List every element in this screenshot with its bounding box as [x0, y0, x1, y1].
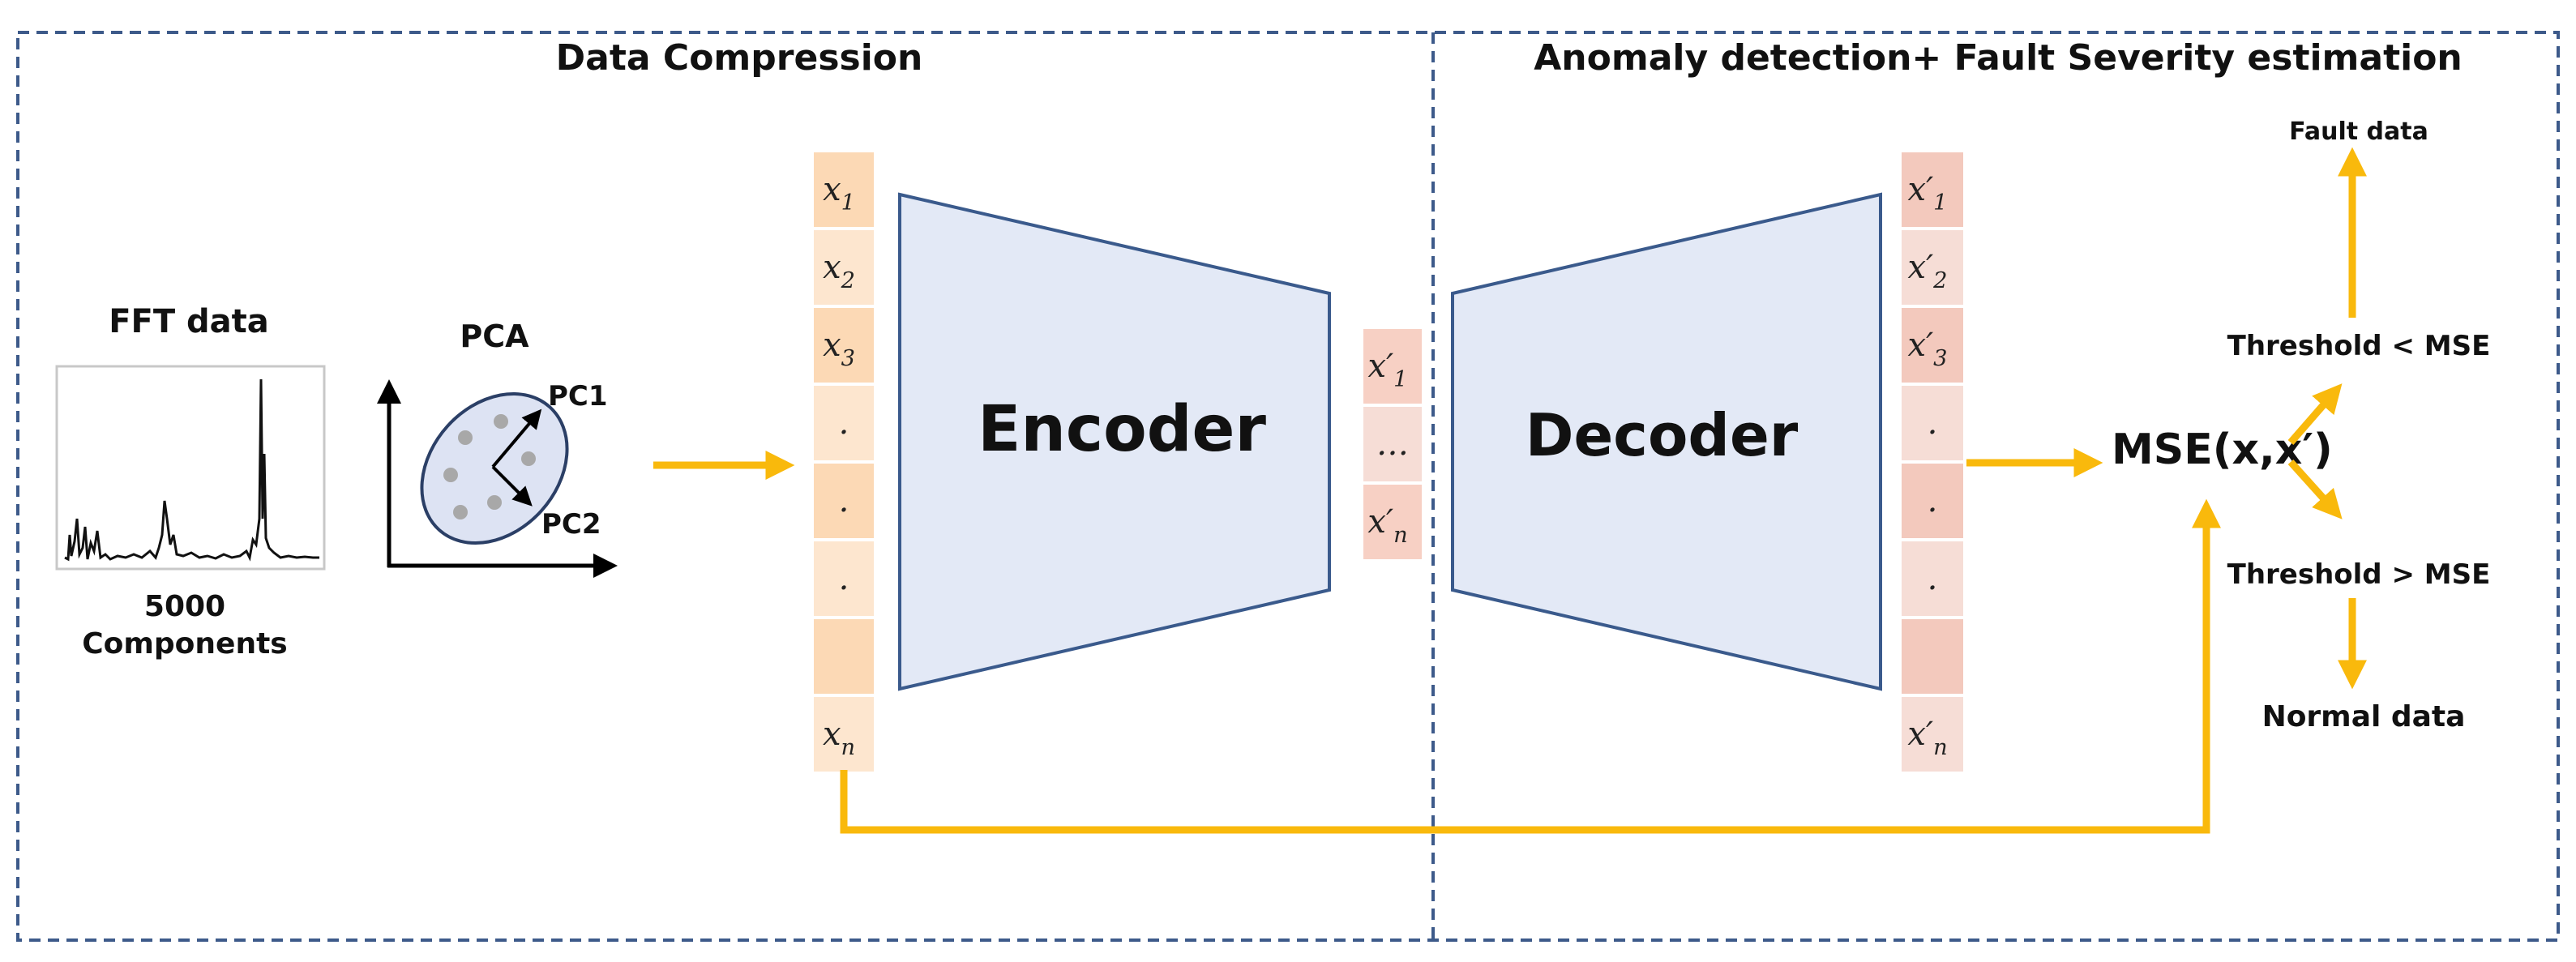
output-vector-cell	[1902, 386, 1963, 460]
output-vector: x′1 x′2 x′3... x′n	[1902, 152, 1963, 772]
pca-pc2-label: PC2	[541, 508, 601, 541]
pca-pc1-label: PC1	[548, 380, 608, 413]
latent-vector-cell-label: …	[1376, 425, 1409, 463]
fault-data-label: Fault data	[2289, 118, 2428, 146]
input-vector-cell-label: .	[839, 482, 849, 519]
latent-vector: x′1 … x′n	[1363, 329, 1422, 559]
input-vector-cell-label: x2	[823, 249, 855, 293]
latent-vector-cell	[1363, 329, 1422, 404]
input-vector-cell-label: .	[839, 404, 849, 442]
arrow-mse-to-upper	[2287, 383, 2343, 445]
input-vector-cell	[814, 464, 874, 538]
input-vector-cell	[814, 308, 874, 383]
decoder-shape	[1451, 192, 1882, 691]
input-vector: x1 x2 x3... xn	[814, 152, 874, 772]
pca-pc2-vector	[491, 465, 533, 507]
decoder-label: Decoder	[1525, 401, 1799, 469]
latent-vector-cell	[1363, 485, 1422, 559]
output-vector-cell-label: x′1	[1908, 171, 1948, 216]
input-vector-cell	[814, 541, 874, 616]
output-vector-cell	[1902, 697, 1963, 772]
arrow-skip-connection	[840, 498, 2221, 834]
output-vector-cell-label: .	[1928, 560, 1938, 597]
output-vector-cell	[1902, 541, 1963, 616]
input-vector-cell-label: .	[839, 560, 849, 597]
encoder-label: Encoder	[978, 393, 1266, 466]
output-vector-cell-label: .	[1928, 482, 1938, 519]
outer-frame	[16, 31, 2560, 942]
output-vector-cell-label: .	[1928, 404, 1938, 442]
left-section-title: Data Compression	[556, 37, 923, 79]
fft-caption-line2: Components	[82, 627, 287, 661]
output-vector-cell	[1902, 464, 1963, 538]
output-vector-cell-label: x′3	[1908, 327, 1948, 371]
output-vector-cell	[1902, 308, 1963, 383]
input-vector-cell-label: x1	[823, 171, 855, 216]
output-vector-cell-label: x′n	[1907, 716, 1947, 760]
normal-data-label: Normal data	[2262, 700, 2466, 733]
pca-data-points	[443, 414, 536, 519]
pca-pc1-vector	[491, 408, 542, 468]
fft-caption-line1: 5000	[144, 590, 225, 623]
upper-threshold-label: Threshold < MSE	[2227, 330, 2491, 362]
lower-threshold-label: Threshold > MSE	[2227, 558, 2491, 591]
fft-title: FFT data	[109, 303, 269, 340]
fft-plot-frame	[55, 365, 326, 571]
output-vector-cell	[1902, 152, 1963, 227]
input-vector-cell	[814, 697, 874, 772]
encoder-shape	[898, 192, 1331, 691]
input-vector-cell	[814, 152, 874, 227]
pca-title: PCA	[460, 319, 529, 354]
latent-vector-cell-label: x′1	[1368, 348, 1408, 392]
input-vector-cell	[814, 386, 874, 460]
input-vector-cell	[814, 230, 874, 305]
input-vector-cell	[814, 619, 874, 694]
output-vector-cell-label: x′2	[1908, 249, 1948, 293]
input-vector-cell-label: x3	[823, 327, 855, 371]
latent-vector-cell	[1363, 407, 1422, 481]
output-vector-cell	[1902, 230, 1963, 305]
latent-vector-cell-label: x′n	[1367, 503, 1407, 548]
fft-spectrum-line	[64, 378, 319, 562]
output-vector-cell	[1902, 619, 1963, 694]
right-section-title: Anomaly detection+ Fault Severity estima…	[1534, 37, 2463, 79]
arrow-mse-to-lower	[2287, 459, 2343, 519]
input-vector-cell-label: xn	[823, 716, 855, 760]
